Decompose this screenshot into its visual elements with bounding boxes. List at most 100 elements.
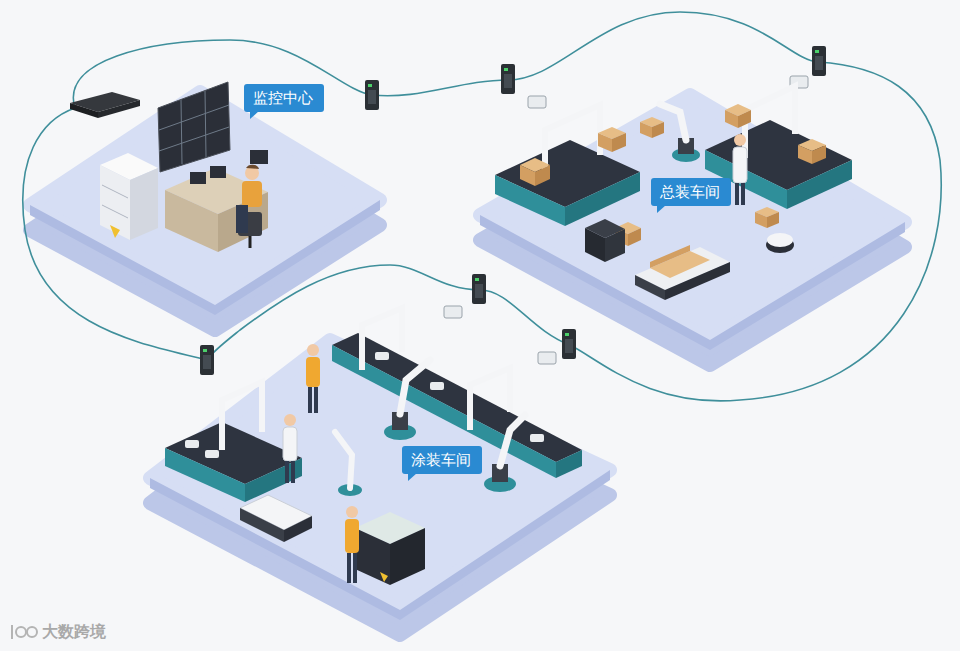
worker bbox=[283, 344, 359, 583]
network-switch bbox=[200, 46, 826, 375]
worker-part bbox=[283, 427, 297, 461]
callout-text: 总装车间 bbox=[660, 183, 722, 201]
inspection-gate-part bbox=[745, 86, 795, 158]
worker-part bbox=[314, 387, 318, 413]
monitor-platform-part bbox=[30, 92, 380, 305]
robot-arm-part bbox=[400, 360, 430, 414]
cargo-box-part bbox=[798, 145, 812, 164]
watermark-logo-part bbox=[11, 625, 13, 639]
server-rack-part bbox=[102, 185, 128, 198]
network-switch-part bbox=[812, 46, 826, 76]
network-switch-part bbox=[368, 84, 372, 87]
worker-part bbox=[741, 183, 745, 205]
conveyor-belt-part bbox=[787, 160, 852, 209]
spray-booth-part bbox=[470, 368, 510, 430]
cargo-box-part bbox=[812, 145, 826, 164]
cargo-box-part bbox=[535, 165, 550, 186]
router-box-part bbox=[70, 103, 98, 118]
assembly-platform-part bbox=[480, 95, 905, 340]
worker-part bbox=[353, 553, 357, 583]
parts-tray-part bbox=[375, 352, 389, 360]
operator-desk-part bbox=[250, 150, 268, 164]
agv-robot-part bbox=[767, 233, 793, 247]
agv-robot-part bbox=[585, 228, 605, 262]
server-rack-part bbox=[100, 165, 130, 240]
cargo-box-part bbox=[738, 110, 751, 128]
operator-desk bbox=[165, 150, 268, 252]
io-module-part bbox=[528, 96, 546, 108]
worker-part bbox=[308, 387, 312, 413]
cargo-box bbox=[520, 104, 826, 246]
worker-part bbox=[734, 134, 746, 146]
network-switch-part bbox=[501, 64, 515, 94]
control-panel bbox=[355, 512, 425, 585]
server-rack bbox=[100, 153, 158, 240]
operator-part bbox=[242, 181, 262, 207]
worker-part bbox=[347, 553, 351, 583]
agv-bed-part bbox=[284, 516, 312, 542]
network-cable bbox=[23, 12, 941, 401]
video-wall-part bbox=[158, 82, 230, 172]
video-wall bbox=[158, 82, 230, 172]
cargo-box-part bbox=[628, 228, 641, 246]
network-switch-part bbox=[504, 68, 508, 71]
painting-platform-part bbox=[150, 340, 610, 610]
conveyor-belt-part bbox=[565, 172, 640, 226]
io-module-part bbox=[444, 306, 462, 318]
cargo-box-part bbox=[640, 122, 652, 138]
network-switch-part bbox=[365, 80, 379, 110]
worker bbox=[733, 134, 747, 205]
painting-platform-part bbox=[150, 470, 610, 620]
router-box bbox=[70, 92, 140, 118]
cargo-cart-part bbox=[635, 275, 665, 300]
worker-part bbox=[735, 183, 739, 205]
operator-part bbox=[236, 205, 248, 233]
video-wall-part bbox=[205, 91, 206, 157]
cargo-box-part bbox=[725, 110, 738, 128]
network-switch-part bbox=[203, 355, 211, 369]
network-switch-part bbox=[475, 284, 483, 298]
robot-arm-part bbox=[335, 432, 352, 488]
operator-desk-part bbox=[190, 172, 206, 184]
network-switch-part bbox=[200, 345, 214, 375]
cargo-box-part bbox=[652, 122, 664, 138]
network-switch-part bbox=[562, 329, 576, 359]
callout-text: 监控中心 bbox=[253, 89, 315, 107]
worker-part bbox=[285, 461, 289, 483]
callout-label: 涂装车间 bbox=[402, 446, 482, 474]
operator bbox=[236, 165, 262, 248]
network-switch-part bbox=[815, 50, 819, 53]
assembly-platform bbox=[480, 95, 905, 365]
agv-robot-part bbox=[605, 229, 625, 262]
operator-part bbox=[249, 236, 252, 248]
spray-booth-part bbox=[222, 382, 262, 450]
parts-tray bbox=[185, 352, 544, 458]
cargo-box-part bbox=[767, 212, 779, 228]
cargo-box-part bbox=[520, 165, 535, 186]
robot-arm-part bbox=[660, 104, 686, 140]
network-switch-part bbox=[203, 349, 207, 352]
robot-arm-part bbox=[500, 415, 525, 466]
server-rack-part bbox=[130, 168, 158, 240]
worker-part bbox=[306, 357, 320, 387]
worker-part bbox=[733, 147, 747, 183]
callout-text: 涂装车间 bbox=[411, 451, 473, 469]
video-wall-part bbox=[159, 105, 229, 130]
control-panel-part bbox=[355, 528, 390, 585]
network-switch-part bbox=[565, 339, 573, 353]
watermark-logo-part bbox=[16, 627, 26, 637]
spray-booth bbox=[222, 308, 510, 450]
worker-part bbox=[307, 344, 319, 356]
video-wall-part bbox=[181, 100, 182, 164]
conveyor-belt-part bbox=[165, 448, 245, 502]
parts-tray-part bbox=[185, 440, 199, 448]
cargo-cart-part bbox=[650, 245, 690, 268]
control-panel-part bbox=[390, 528, 425, 585]
conveyor-belt bbox=[165, 333, 582, 502]
cargo-cart bbox=[635, 245, 730, 300]
control-panel-part bbox=[380, 572, 388, 582]
agv-bed-part bbox=[240, 508, 284, 542]
network-switch-part bbox=[815, 56, 823, 70]
watermark-logo bbox=[12, 625, 37, 639]
inspection-gate-part bbox=[545, 105, 600, 180]
